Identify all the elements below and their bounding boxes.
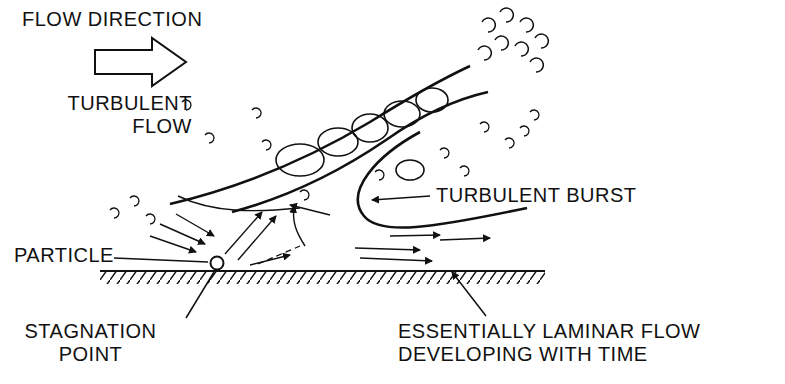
eddy-mark <box>252 108 261 118</box>
wall <box>100 270 545 272</box>
eddy-mark <box>440 148 449 158</box>
eddy-mark <box>205 133 214 143</box>
laminar-flow-label: ESSENTIALLY LAMINAR FLOW DEVELOPING WITH… <box>398 320 773 366</box>
flow-arrows <box>150 205 490 265</box>
eddy-mark <box>530 110 539 120</box>
particle <box>211 257 224 270</box>
eddy-mark <box>130 196 139 206</box>
eddy-mark <box>110 208 119 218</box>
eddy-mark <box>505 138 514 148</box>
eddy-mark <box>520 126 529 136</box>
flow-direction-label: FLOW DIRECTION <box>22 8 202 31</box>
flow-arrow <box>95 38 186 86</box>
eddy-mark <box>460 166 469 176</box>
eddy-mark <box>262 140 271 150</box>
eddy-curls <box>478 8 548 72</box>
eddy-mark <box>480 122 489 132</box>
particle-label: PARTICLE <box>14 244 114 267</box>
thin-streamlines <box>178 196 300 211</box>
leader-lines <box>114 196 486 318</box>
turbulent-burst-label: TURBULENT BURST <box>436 184 637 207</box>
dashed-flow <box>258 246 300 264</box>
wall-hatching <box>100 271 545 284</box>
eddy-mark <box>146 214 155 224</box>
stagnation-point-label: STAGNATION POINT <box>18 320 163 366</box>
eddy-mark <box>300 190 309 200</box>
eddy-mark <box>375 170 384 180</box>
turbulent-flow-label: TURBULENT FLOW <box>52 92 192 138</box>
burst-eddies <box>276 88 448 180</box>
